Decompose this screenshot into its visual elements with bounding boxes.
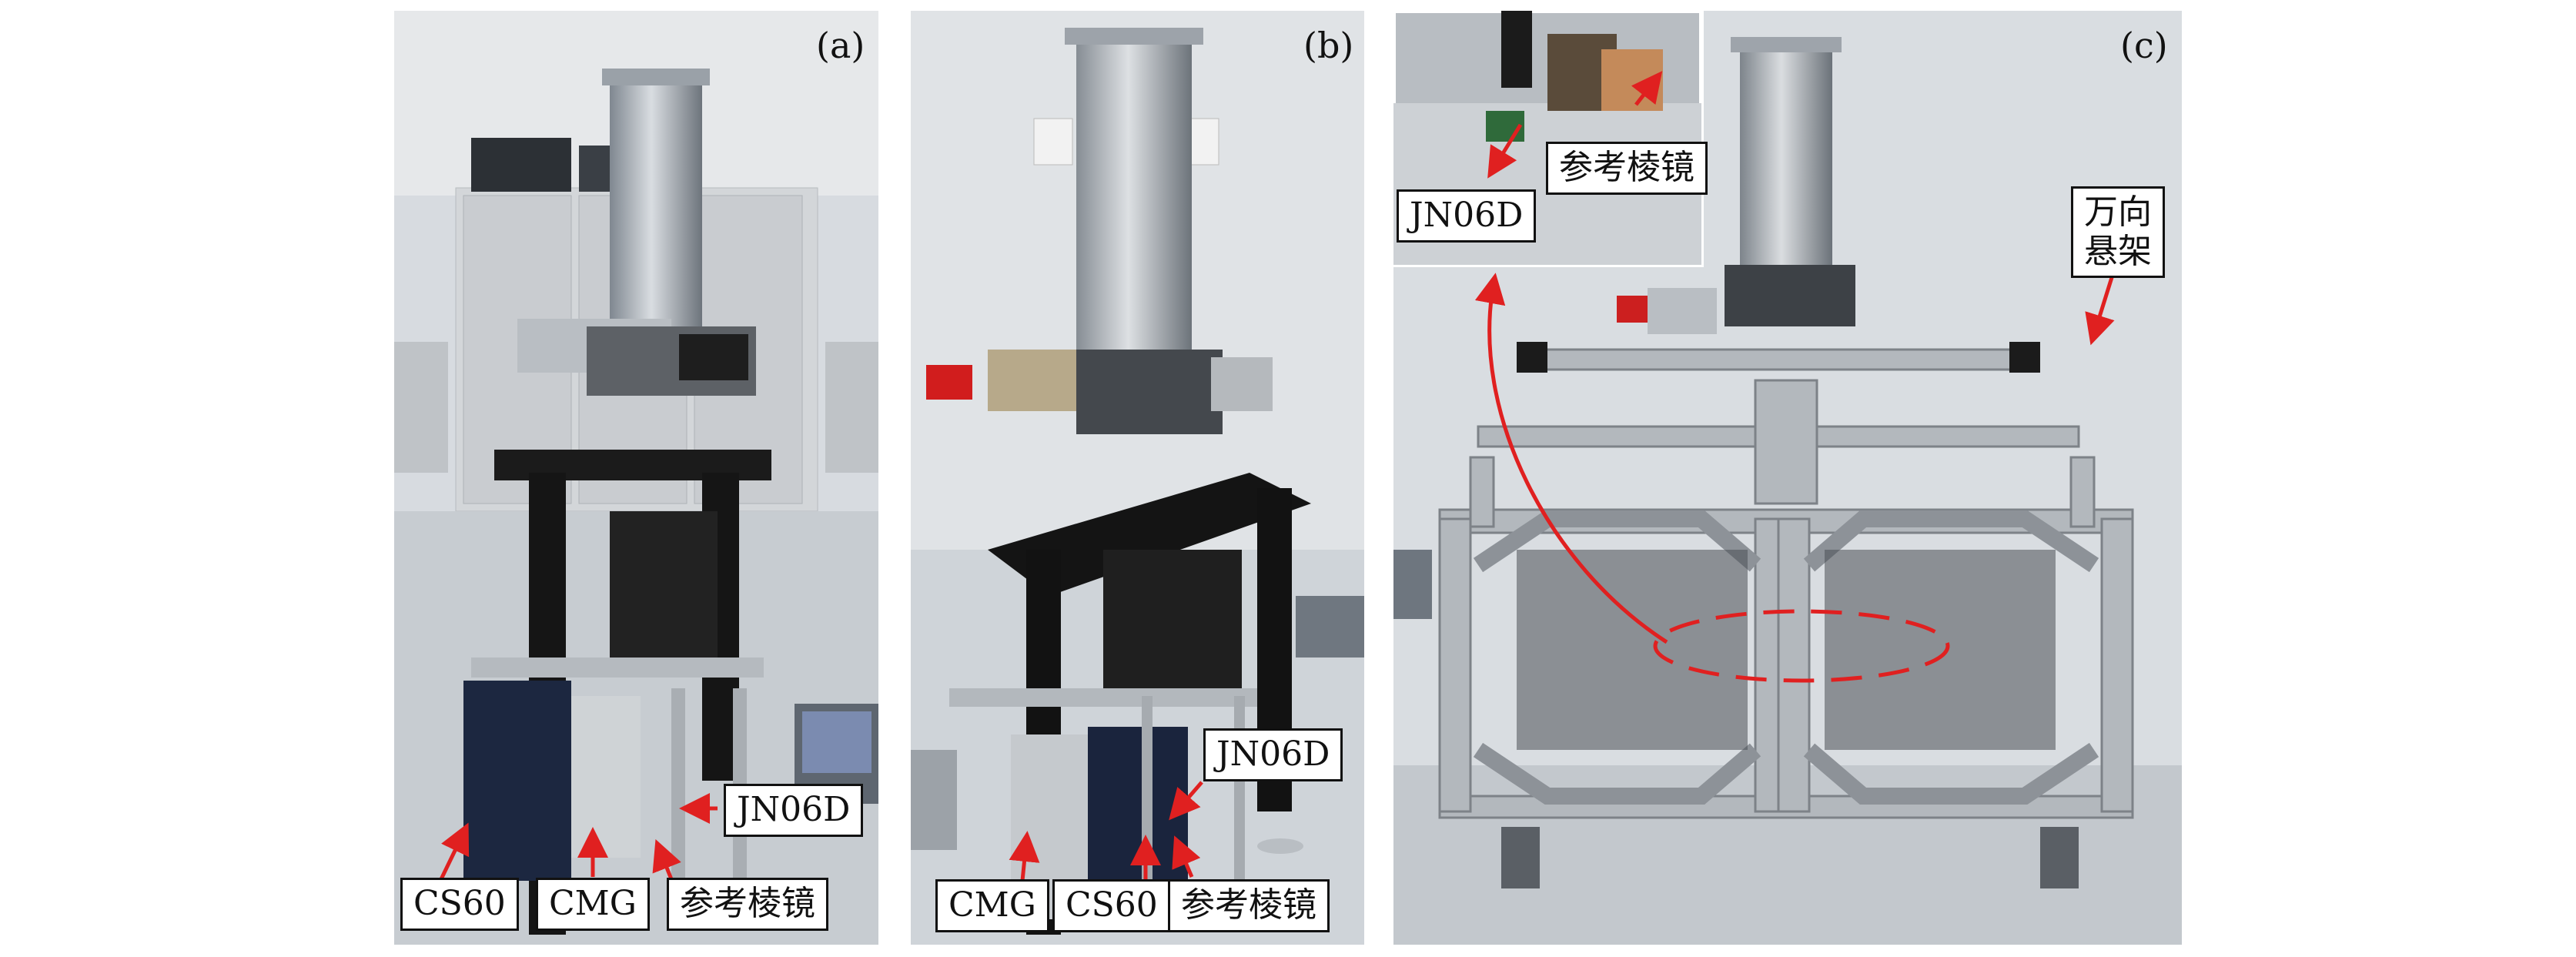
photo-panel-c: (c) JN06D 参考棱镜 万向 悬架: [1393, 11, 2182, 945]
photo-panel-a: (a) JN06D CS60 CMG 参考棱镜: [394, 11, 878, 945]
callout-cs60-b: CS60: [1052, 879, 1171, 932]
photo-panel-b: (b) JN06D CMG CS60 参考棱镜: [911, 11, 1364, 945]
panel-label-b: (b): [1303, 25, 1354, 66]
arrows-a: [438, 793, 718, 882]
panel-label-a: (a): [816, 25, 865, 66]
callout-gimbal-c: 万向 悬架: [2071, 186, 2165, 279]
gimbal-label-line2: 悬架: [2084, 231, 2152, 271]
callout-cmg-b: CMG: [935, 879, 1049, 932]
callout-cmg-a: CMG: [536, 878, 650, 931]
callout-jn06d-c: JN06D: [1397, 189, 1537, 243]
callout-cs60-a: CS60: [400, 878, 519, 931]
gimbal-label-line1: 万向: [2084, 192, 2152, 232]
callout-prism-c: 参考棱镜: [1546, 142, 1708, 195]
photo-b-illustration: [911, 11, 1364, 945]
callout-prism-b: 参考棱镜: [1168, 879, 1330, 932]
arrows-b: [1009, 781, 1203, 882]
photo-a-illustration: [394, 11, 878, 945]
callout-prism-a: 参考棱镜: [667, 878, 828, 931]
panel-label-c: (c): [2120, 25, 2168, 66]
callout-jn06d-b: JN06D: [1203, 728, 1343, 781]
callout-jn06d-a: JN06D: [724, 784, 864, 837]
arrows-c: [1474, 71, 2116, 683]
